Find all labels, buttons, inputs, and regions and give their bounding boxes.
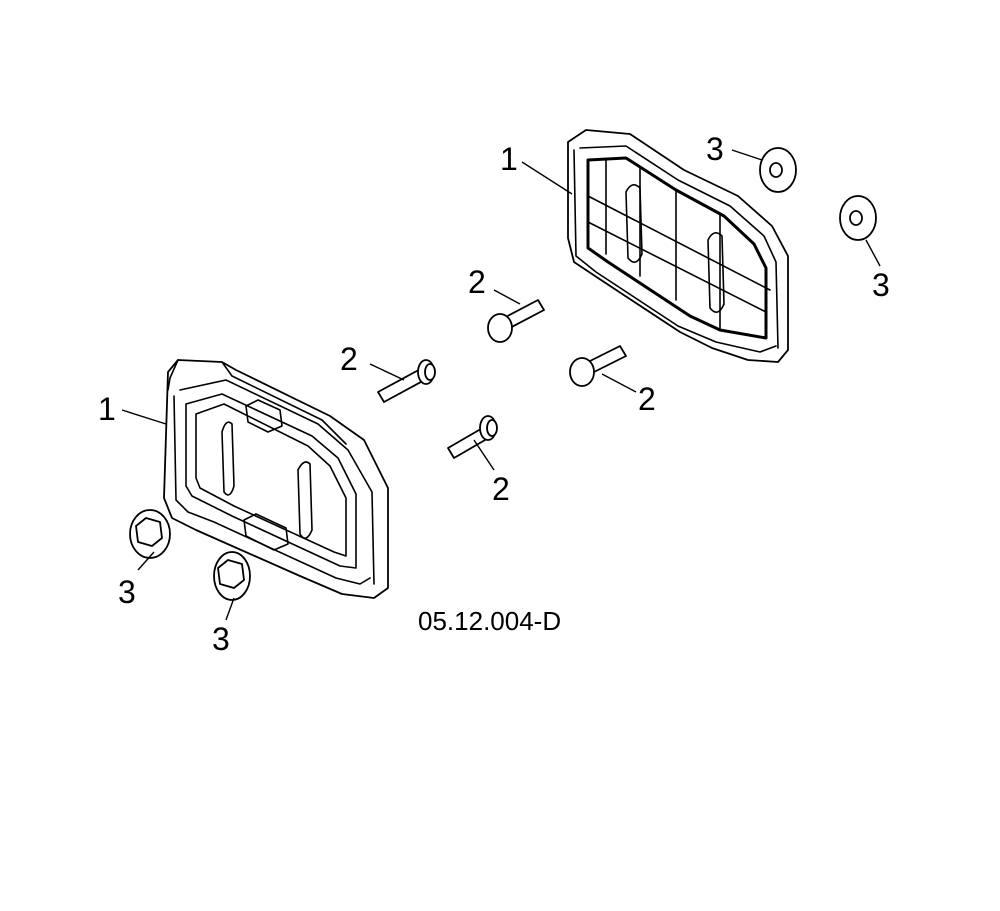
callout-part-2-d: 2 bbox=[492, 471, 510, 507]
callout-part-3-a: 3 bbox=[706, 131, 724, 167]
callout-part-2-b: 2 bbox=[468, 264, 486, 300]
callout-part-3-c: 3 bbox=[118, 574, 136, 610]
flange-nut-left-lower bbox=[213, 551, 251, 601]
flange-nut-left-upper bbox=[129, 509, 171, 559]
callout-part-2-a: 2 bbox=[340, 341, 358, 377]
skid-shoe-back bbox=[567, 129, 789, 363]
callout-part-3-d: 3 bbox=[212, 621, 230, 657]
flange-nut-right-lower bbox=[839, 195, 877, 241]
flange-nut-right-upper bbox=[759, 147, 797, 193]
callout-part-2-c: 2 bbox=[638, 381, 656, 417]
carriage-bolt-right bbox=[569, 345, 627, 387]
skid-shoe-front bbox=[163, 359, 389, 599]
carriage-bolt-upper bbox=[487, 299, 545, 343]
leader-lines bbox=[121, 149, 881, 621]
bolt-lower bbox=[447, 415, 498, 459]
bolt-upper-left bbox=[377, 359, 436, 403]
figure-id: 05.12.004-D bbox=[418, 606, 561, 636]
callout-part-3-b: 3 bbox=[872, 267, 890, 303]
callout-part-1-front: 1 bbox=[98, 391, 116, 427]
callout-part-1-back: 1 bbox=[500, 141, 518, 177]
